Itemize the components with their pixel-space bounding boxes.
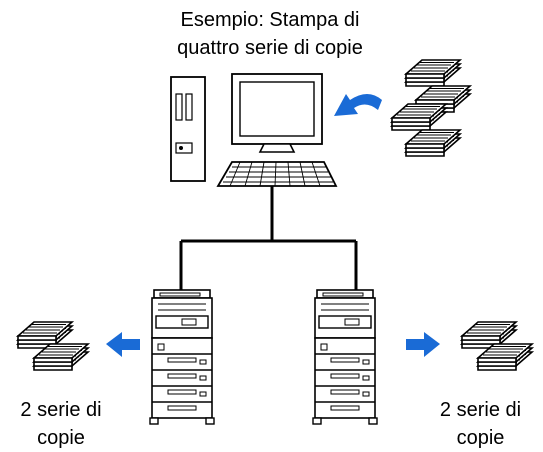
title-line-1: Esempio: Stampa di <box>180 9 360 31</box>
arrow-icon <box>406 332 440 357</box>
document-stack-icon <box>392 60 470 156</box>
right-output-caption: 2 serie di copie <box>418 396 543 452</box>
arrow-icon <box>106 332 140 357</box>
tower-pc-icon <box>170 76 206 182</box>
monitor-icon <box>231 73 323 153</box>
printer-icon <box>149 289 215 425</box>
diagram-title: Esempio: Stampa di quattro serie di copi… <box>120 6 420 62</box>
document-stack-icon <box>18 322 88 370</box>
document-stack-icon <box>462 322 532 370</box>
network-connection <box>179 186 358 300</box>
arrow-icon <box>334 94 382 116</box>
left-caption-line-2: copie <box>37 427 85 449</box>
printer-icon <box>312 289 378 425</box>
left-output-caption: 2 serie di copie <box>0 396 122 452</box>
left-caption-line-1: 2 serie di <box>20 399 102 421</box>
diagram-canvas <box>0 0 543 425</box>
right-caption-line-1: 2 serie di <box>439 399 522 421</box>
keyboard-icon <box>216 161 338 187</box>
title-line-2: quattro serie di copie <box>177 37 363 59</box>
right-caption-line-2: copie <box>456 427 505 449</box>
